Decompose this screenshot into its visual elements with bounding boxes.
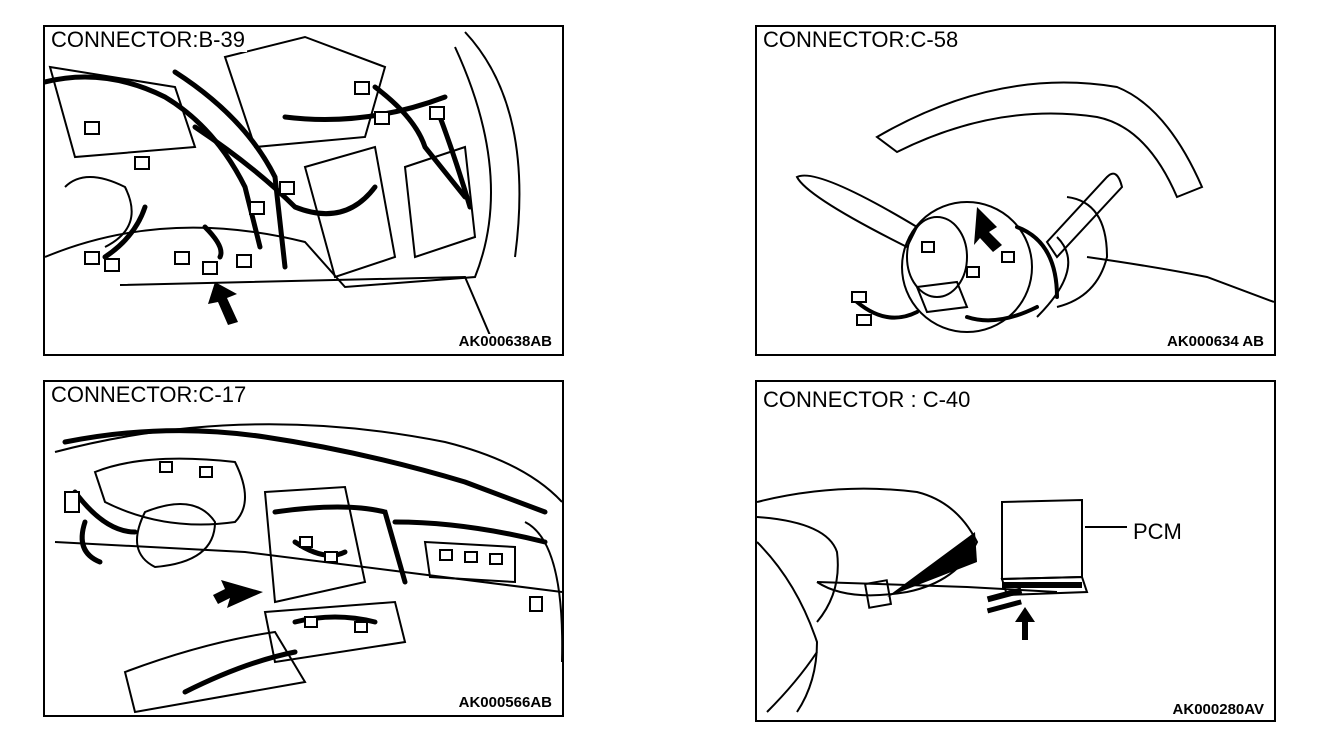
panel-connector-c40: CONNECTOR : C-40 PCM AK000280AV [755, 380, 1276, 722]
figure-code: AK000280AV [1170, 701, 1266, 718]
panel-title: CONNECTOR:B-39 [49, 27, 247, 52]
arrow-icon [213, 580, 263, 608]
arrow-icon [974, 207, 1002, 252]
c17-illustration [54, 423, 562, 714]
figure-code: AK000638AB [456, 333, 554, 350]
panel-title: CONNECTOR:C-17 [49, 382, 249, 407]
arrow-icon [1015, 607, 1035, 640]
panel-connector-b39: CONNECTOR:B-39 AK000638AB [43, 25, 564, 356]
panel-connector-c17: CONNECTOR:C-17 AK000566AB [43, 380, 564, 717]
b39-illustration [45, 31, 521, 348]
figure-code: AK000566AB [456, 694, 554, 711]
c40-illustration [757, 487, 1127, 713]
c58-illustration [795, 81, 1274, 333]
pcm-callout-label: PCM [1133, 519, 1182, 544]
panel-title: CONNECTOR:C-58 [761, 27, 961, 52]
panel-connector-c58: CONNECTOR:C-58 AK000634 AB [755, 25, 1276, 356]
figure-code: AK000634 AB [1165, 333, 1266, 350]
panel-title: CONNECTOR : C-40 [761, 387, 973, 412]
arrow-icon [208, 282, 238, 325]
